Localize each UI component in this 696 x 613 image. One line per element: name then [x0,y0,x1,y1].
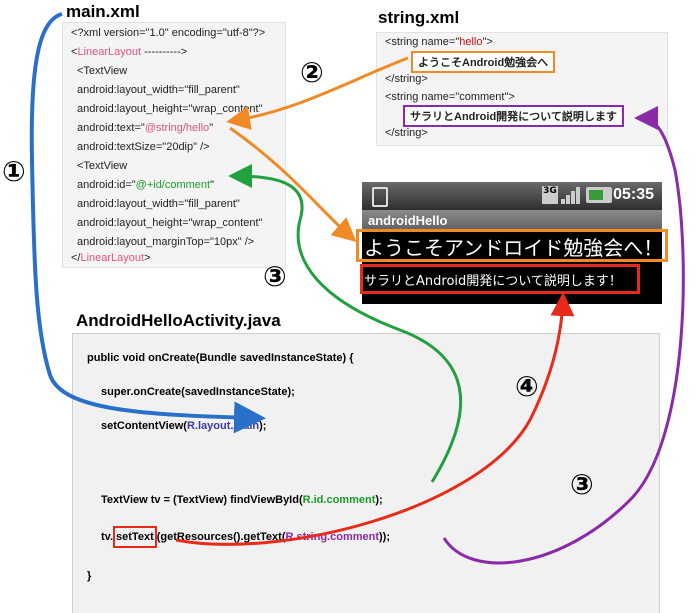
java-code: public void onCreate(Bundle savedInstanc… [72,333,660,613]
comment-text-highlight [360,264,640,294]
phone-screen: 3G 05:35 androidHello [362,182,662,304]
string-xml-line-1: <string name="hello"> [385,36,493,48]
main-xml-line-8: <TextView [77,160,128,172]
phone-hello-text: ようこそアンドロイド勉強会へ！ [364,236,664,260]
string-xml-code: <string name="hello"> ようこそAndroid勉強会へ </… [376,32,668,146]
main-xml-line-9: android:id="@+id/comment" [77,179,215,191]
main-xml-line-7: android:textSize="20dip" /> [77,141,210,153]
arrow-2-orange [226,56,409,130]
java-line-6: } [87,570,92,582]
marker-2: ② [300,56,324,89]
sim-icon [372,187,388,207]
java-line-5: tv.setText(getResources().getText(R.stri… [101,526,390,548]
arrow-4-red [175,292,575,546]
main-xml-line-13: </LinearLayout> [71,252,151,264]
string-hello-value: ようこそAndroid勉強会へ [411,51,556,73]
main-xml-line-6: android:text="@string/hello" [77,122,214,134]
marker-3-green: ③ [263,260,287,293]
main-xml-title: main.xml [66,2,140,21]
clock: 05:35 [613,186,654,203]
arrow-hello-to-phone [229,126,357,242]
main-xml-line-1: <?xml version="1.0" encoding="utf-8"?> [71,27,266,39]
main-xml-line-11: android:layout_height="wrap_content" [77,217,263,229]
java-line-1: public void onCreate(Bundle savedInstanc… [87,352,354,364]
java-title: AndroidHelloActivity.java [76,311,281,330]
marker-3-purple: ③ [570,468,594,501]
java-line-4: TextView tv = (TextView) findViewById(R.… [101,494,383,506]
hello-text-highlight [356,229,668,262]
main-xml-line-12: android:layout_marginTop="10px" /> [77,236,255,248]
battery-icon [586,187,612,203]
marker-1: ① [2,155,26,188]
string-xml-line-4: <string name="comment"> [385,91,515,103]
3g-icon: 3G [542,186,558,204]
arrow-3-green [228,164,463,483]
string-xml-line-6: </string> [385,127,428,139]
arrow-3-purple [442,106,685,565]
settext-highlight: setText [113,526,157,548]
string-xml-line-3: </string> [385,73,428,85]
main-xml-line-2: <LinearLayout ----------> [71,46,188,58]
signal-icon [561,186,581,204]
main-xml-line-3: <TextView [77,65,128,77]
arrow-1-blue [29,12,266,434]
main-xml-code: <?xml version="1.0" encoding="utf-8"?> <… [62,22,286,268]
main-xml-line-10: android:layout_width="fill_parent" [77,198,240,210]
string-comment-value: サラリとAndroid開発について説明します [403,105,624,127]
java-line-2: super.onCreate(savedInstanceState); [101,386,295,398]
marker-4: ④ [515,370,539,403]
main-xml-line-5: android:layout_height="wrap_content" [77,103,263,115]
main-xml-line-4: android:layout_width="fill_parent" [77,84,240,96]
string-xml-title: string.xml [378,8,460,27]
status-bar: 3G 05:35 [362,182,662,210]
app-title-bar: androidHello [362,210,662,232]
phone-comment-text: サラリとAndroid開発について説明します！ [364,274,622,289]
